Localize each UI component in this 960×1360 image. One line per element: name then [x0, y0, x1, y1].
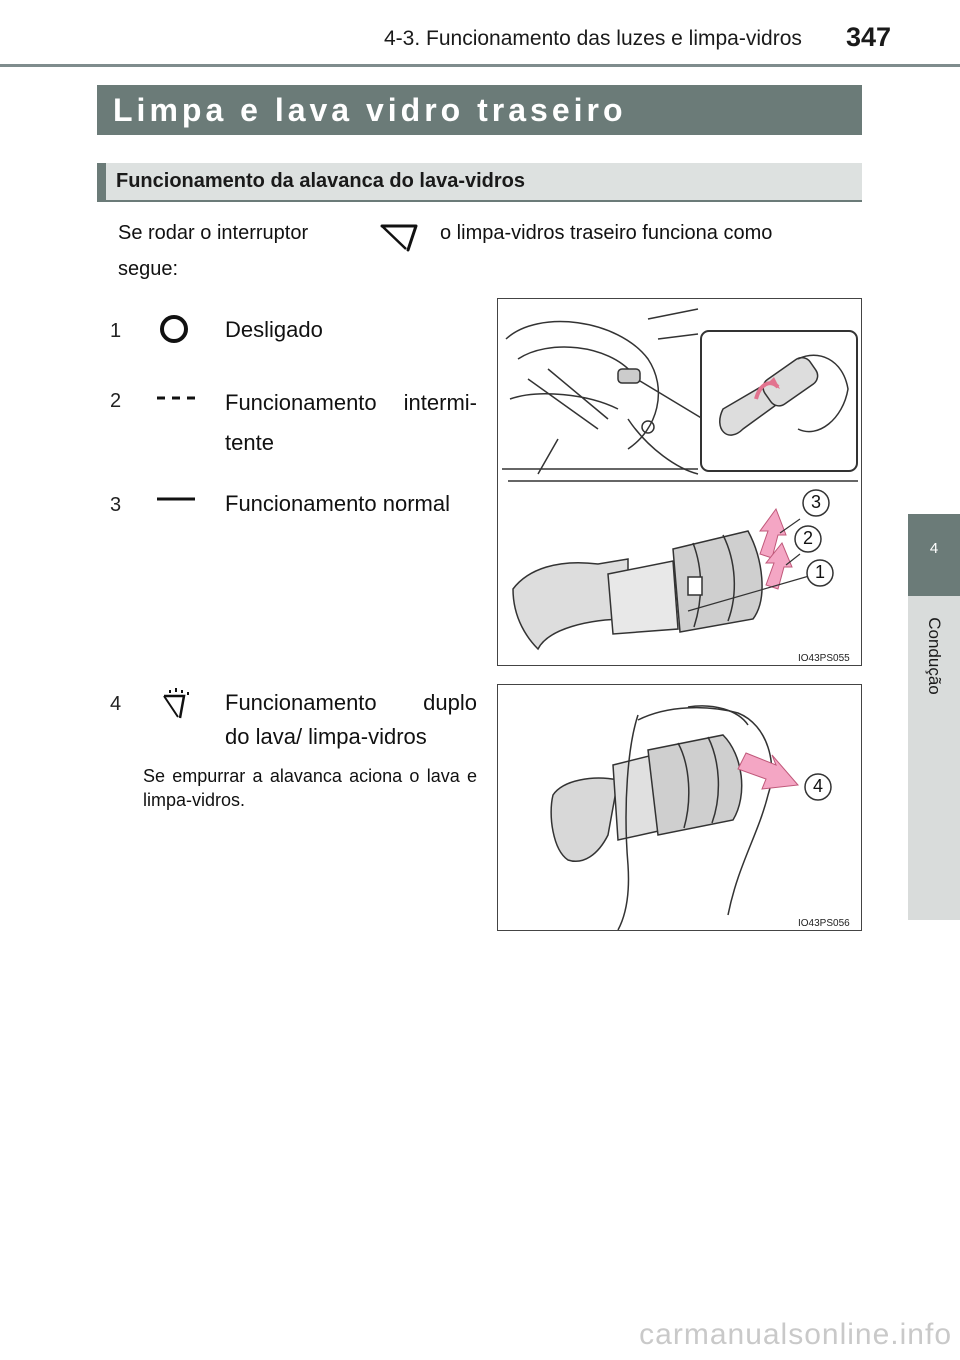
item-label-2-cont: tente: [225, 430, 274, 455]
figure-callout: 3: [810, 492, 821, 512]
intro-text-part2: o limpa-vidros traseiro funciona como: [440, 222, 773, 244]
item-number-4: 4: [110, 693, 122, 715]
page-number: 347: [846, 22, 892, 52]
intro-text-part1: Se rodar o interruptor: [118, 222, 309, 244]
figure-steering-lever: 3 2 1 IO43PS055: [497, 298, 862, 666]
item-label-2: Funcionamento intermi-: [225, 390, 477, 415]
normal-line-icon: [157, 497, 195, 501]
item-label-4-cont: do lava/ limpa-vidros: [225, 724, 427, 749]
figure-code: IO43PS055: [798, 653, 850, 664]
item-number-2: 2: [110, 390, 122, 412]
intermittent-dashes-icon: [157, 396, 195, 400]
chapter-tab-number: 4: [929, 540, 939, 557]
intro-text-part3: segue:: [118, 258, 179, 280]
subsection-divider: [97, 200, 862, 202]
section-title: Limpa e lava vidro traseiro: [113, 92, 627, 128]
figure-code: IO43PS056: [798, 918, 850, 929]
lever-position-illustration: [502, 308, 858, 651]
item-number-3: 3: [110, 494, 122, 516]
subsection-title-band: Funcionamento da alavanca do lava-vidros: [97, 163, 862, 201]
chapter-tab-label: Condução: [925, 617, 944, 695]
item-label-3: Funcionamento normal: [225, 491, 451, 516]
figure-callout: 4: [812, 776, 823, 796]
off-circle-icon: [160, 315, 188, 343]
item-number-1: 1: [110, 320, 122, 342]
lever-push-illustration: [550, 705, 832, 930]
washer-icon: [163, 688, 189, 719]
item-label-4: Funcionamento duplo: [225, 690, 477, 715]
figure-callout: 2: [802, 528, 813, 548]
chapter-tab: [908, 514, 960, 596]
figure-callout: 1: [814, 562, 825, 582]
item-note-4: Se empurrar a alavanca aciona o lava e l…: [143, 766, 477, 810]
chapter-header-title: 4-3. Funcionamento das luzes e limpa-vid…: [384, 27, 802, 50]
header-divider: [0, 64, 960, 67]
rear-wiper-switch-icon: [380, 224, 418, 252]
chapter-tab-label-bg: [908, 596, 960, 920]
section-title-band: Limpa e lava vidro traseiro: [97, 85, 862, 135]
watermark: carmanualsonline.info: [639, 1318, 952, 1351]
figure-lever-push: 4 IO43PS056: [497, 684, 862, 931]
subsection-title: Funcionamento da alavanca do lava-vidros: [116, 170, 526, 192]
item-label-1: Desligado: [225, 317, 323, 342]
